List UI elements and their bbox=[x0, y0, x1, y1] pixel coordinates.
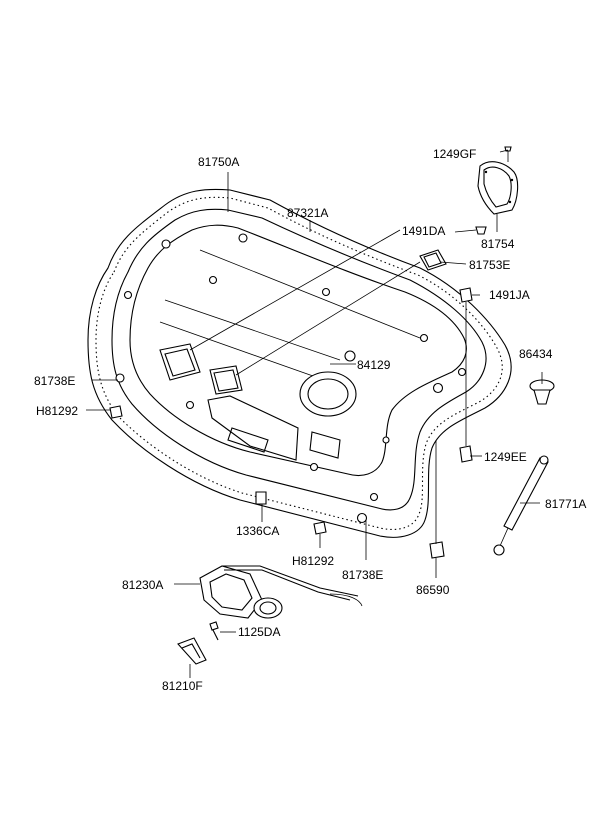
label-h81292-left: H81292 bbox=[36, 404, 78, 418]
bolt-1249ee bbox=[459, 420, 473, 463]
label-84129: 84129 bbox=[357, 358, 391, 372]
striker-81210f bbox=[177, 637, 207, 665]
plug-h81292-left bbox=[109, 405, 123, 419]
plug-h81292-bottom bbox=[313, 521, 327, 535]
label-1249gf: 1249GF bbox=[433, 147, 476, 161]
cover-81754 bbox=[477, 161, 519, 215]
label-h81292-bottom: H81292 bbox=[292, 554, 334, 568]
clip-1336ca bbox=[255, 491, 267, 505]
grommet-86590 bbox=[429, 541, 445, 559]
label-1491ja: 1491JA bbox=[489, 288, 530, 302]
clip-1491da bbox=[475, 226, 487, 235]
label-1491da: 1491DA bbox=[402, 224, 445, 238]
gas-strut-81771a bbox=[493, 455, 549, 556]
label-81750a: 81750A bbox=[198, 155, 239, 169]
clip-1491ja bbox=[459, 287, 473, 420]
trunk-lid-panel bbox=[87, 188, 512, 538]
label-86434: 86434 bbox=[519, 347, 553, 361]
label-81753e: 81753E bbox=[469, 258, 510, 272]
label-1249ee: 1249EE bbox=[484, 450, 527, 464]
label-87321a: 87321A bbox=[287, 206, 328, 220]
label-86590: 86590 bbox=[416, 583, 450, 597]
label-81210f: 81210F bbox=[162, 679, 203, 693]
leader-lines bbox=[86, 149, 543, 678]
label-81771a: 81771A bbox=[545, 497, 586, 511]
screw-1125da bbox=[209, 621, 219, 641]
label-81230a: 81230A bbox=[122, 578, 163, 592]
plug-86434 bbox=[529, 379, 555, 405]
label-81738e-bottom: 81738E bbox=[342, 568, 383, 582]
latch-assembly-81230a bbox=[199, 565, 363, 619]
label-81754: 81754 bbox=[481, 237, 515, 251]
pad-81753e bbox=[419, 249, 447, 271]
label-1336ca: 1336CA bbox=[236, 524, 279, 538]
label-81738e-left: 81738E bbox=[34, 374, 75, 388]
screw-1249gf bbox=[504, 146, 512, 162]
label-1125da: 1125DA bbox=[238, 625, 280, 639]
bumper-81738e-bottom bbox=[356, 512, 368, 524]
